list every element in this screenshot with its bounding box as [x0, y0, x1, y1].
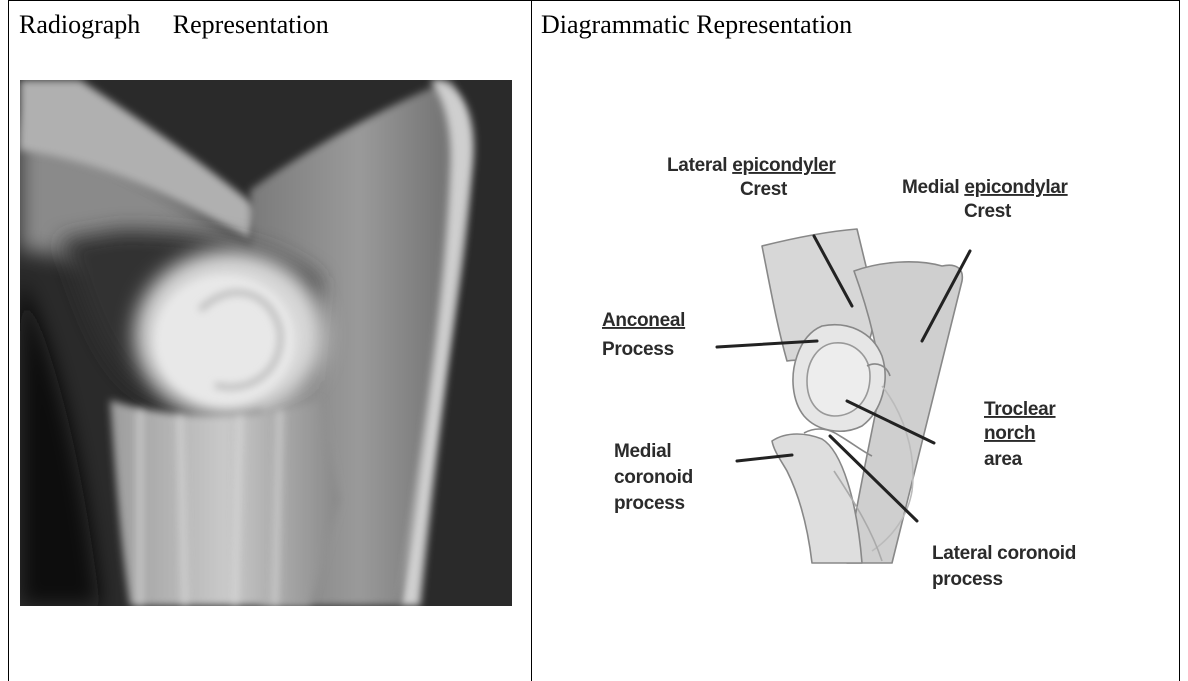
- radiograph-image: [20, 80, 512, 606]
- document-table: Radiograph Representation: [8, 0, 1180, 681]
- elbow-diagram: Lateral epicondyler Crest Medial epicond…: [572, 111, 1172, 611]
- radiograph-xray-drawing: [20, 80, 512, 606]
- diagram-cell: Diagrammatic Representation: [532, 1, 1179, 681]
- radiograph-cell: Radiograph Representation: [9, 1, 532, 681]
- label-medial-coronoid-process: Medial coronoid process: [614, 441, 698, 514]
- label-medial-epicondylar: Medial epicondylar Crest: [902, 177, 1073, 222]
- label-troclear-norch-area: Troclear norch area: [984, 399, 1061, 470]
- bone-outline: [762, 229, 962, 563]
- label-anconeal-process: Anconeal Process: [602, 310, 690, 360]
- label-lateral-coronoid-process: Lateral coronoid process: [932, 543, 1081, 590]
- elbow-diagram-svg: Lateral epicondyler Crest Medial epicond…: [572, 111, 1172, 611]
- diagram-heading: Diagrammatic Representation: [541, 9, 852, 41]
- label-lateral-epicondyler: Lateral epicondyler Crest: [667, 155, 841, 200]
- radiograph-heading: Radiograph Representation: [19, 9, 329, 41]
